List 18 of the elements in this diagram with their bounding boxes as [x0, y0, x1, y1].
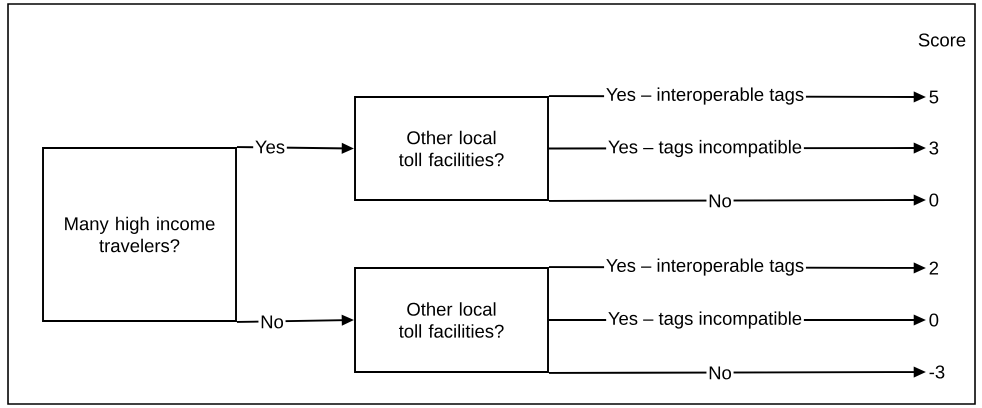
score-value: -3 [930, 365, 944, 379]
decision-box: Many high income travelers? [42, 147, 237, 322]
edge-label: Yes – tags incompatible [606, 138, 804, 159]
score-value: 3 [929, 141, 938, 155]
score-value: 0 [929, 193, 938, 207]
edge-label: Yes – interoperable tags [604, 256, 806, 278]
decision-box: Other local toll facilities? [354, 96, 549, 201]
edge-label: No [706, 192, 734, 210]
score-value: 2 [930, 262, 938, 274]
edge-label: No [706, 364, 734, 382]
edge-label: Yes – interoperable tags [604, 86, 806, 106]
decision-box: Other local toll facilities? [354, 267, 549, 373]
column-heading: Score [918, 33, 966, 47]
score-value: 5 [929, 90, 938, 104]
edge-label: No [258, 314, 286, 330]
edge-label: Yes [253, 138, 287, 156]
score-value: 0 [929, 313, 938, 327]
edge-label: Yes – tags incompatible [606, 310, 804, 330]
